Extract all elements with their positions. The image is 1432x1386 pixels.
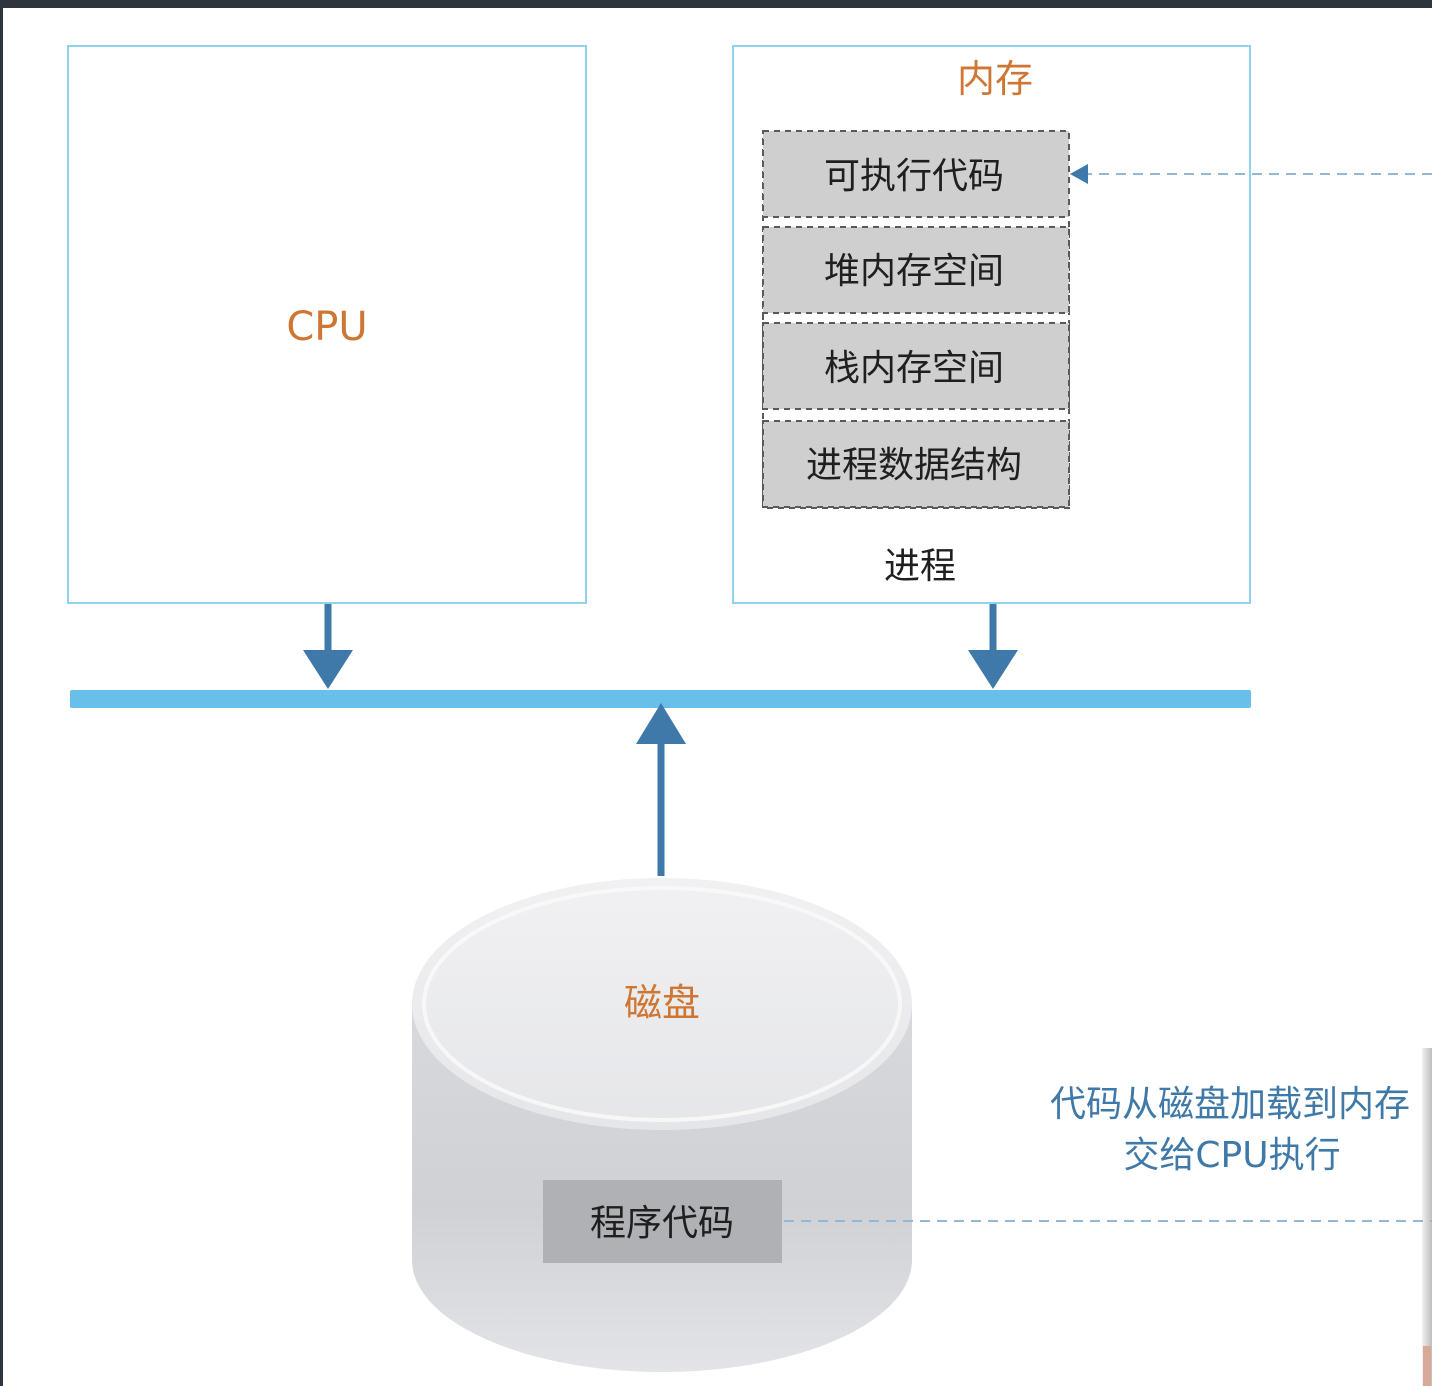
process-segment-box <box>762 226 1070 314</box>
program-code-block: 程序代码 <box>543 1180 782 1263</box>
program-code-label: 程序代码 <box>590 1203 734 1244</box>
cpu-arrow-head <box>303 650 353 689</box>
disk-top <box>412 878 912 1130</box>
right-edge-strip-fill <box>1422 1048 1432 1386</box>
load-path <box>784 164 1432 1222</box>
bus-bar <box>70 690 1251 708</box>
memory-load-arrow-head <box>1070 164 1088 184</box>
cpu-box: CPU <box>67 45 587 604</box>
annotation-line-2: 交给CPU执行 <box>1123 1135 1340 1176</box>
process-segment-label: 可执行代码 <box>824 156 1004 197</box>
cpu-to-bus-arrow <box>303 604 353 689</box>
process-segment-heap-memory: 堆内存空间 <box>762 226 1070 314</box>
disk-label: 磁盘 <box>624 981 700 1025</box>
process-segment-label: 栈内存空间 <box>824 348 1004 389</box>
process-segment-process-data-structure: 进程数据结构 <box>762 420 1070 508</box>
memory-label: 内存 <box>957 57 1033 101</box>
cpu-box-border <box>67 45 587 604</box>
annotation-text-group: 代码从磁盘加载到内存 交给CPU执行 <box>1050 1084 1410 1176</box>
memory-box-border <box>732 45 1251 604</box>
process-segment-executable-code: 可执行代码 <box>762 130 1070 218</box>
disk-cylinder: 磁盘 程序代码 <box>412 878 912 1372</box>
memory-arrow-head <box>968 650 1018 689</box>
annotation-line-1: 代码从磁盘加载到内存 <box>1050 1084 1410 1125</box>
process-segment-label: 进程数据结构 <box>806 445 1022 486</box>
process-segment-label: 堆内存空间 <box>824 251 1004 292</box>
process-segment-stack-memory: 栈内存空间 <box>762 322 1070 410</box>
disk-arrow-head <box>636 703 686 744</box>
process-label: 进程 <box>884 546 956 587</box>
process-segment-box <box>762 130 1070 218</box>
program-code-box <box>543 1180 782 1263</box>
memory-box: 内存 可执行代码 堆内存空间 栈内存空间 进程数据结构 进程 <box>732 45 1251 604</box>
process-segment-box <box>762 420 1070 508</box>
process-container: 可执行代码 堆内存空间 栈内存空间 进程数据结构 <box>762 130 1070 509</box>
disk-top-highlight <box>422 886 902 1122</box>
right-edge-strip <box>1422 1048 1432 1386</box>
memory-to-bus-arrow <box>968 604 1018 689</box>
system-bus <box>70 690 1251 708</box>
process-segment-box <box>762 322 1070 410</box>
disk-to-bus-arrow <box>636 703 686 876</box>
cpu-label: CPU <box>286 304 367 350</box>
right-edge-strip-accent <box>1423 1346 1431 1386</box>
